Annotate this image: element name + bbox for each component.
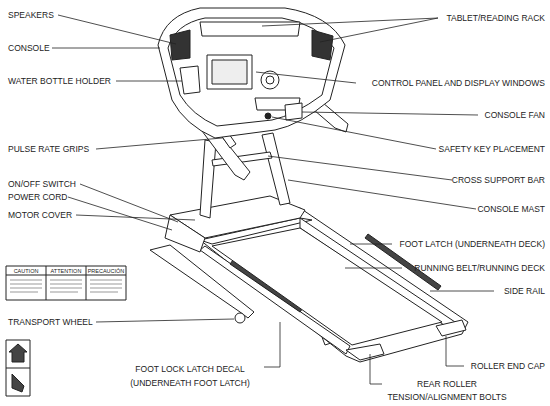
leader-line xyxy=(350,244,392,245)
console-mast-label: CONSOLE MAST xyxy=(477,204,545,214)
console-mast xyxy=(262,133,290,205)
console-mast xyxy=(200,140,216,218)
speakers-label: SPEAKERS xyxy=(8,10,54,20)
speaker xyxy=(170,30,190,60)
side-rail-label: SIDE RAIL xyxy=(504,286,545,296)
decal-divider xyxy=(6,368,30,369)
leader-line xyxy=(256,72,356,83)
console xyxy=(158,8,345,138)
decal-divider xyxy=(46,266,47,300)
display-screen xyxy=(212,60,247,84)
motor-cover-front xyxy=(165,215,205,252)
decal-heading: CAUTION xyxy=(6,268,46,275)
tablet-rack xyxy=(200,22,300,36)
leader-line xyxy=(264,322,280,367)
leader-line xyxy=(446,336,464,366)
decal-heading: ATTENTION xyxy=(46,268,86,275)
leader-line xyxy=(288,180,476,209)
water-bottle-holder xyxy=(180,66,200,94)
control-panel-label: CONTROL PANEL AND DISPLAY WINDOWS xyxy=(372,78,545,88)
foot-latch-label: FOOT LATCH (UNDERNEATH DECK) xyxy=(400,239,545,249)
cross-bar-label: CROSS SUPPORT BAR xyxy=(452,175,545,185)
leader-line xyxy=(96,319,234,322)
safety-key-label: SAFETY KEY PLACEMENT xyxy=(439,144,545,154)
console-label: CONSOLE xyxy=(8,43,50,53)
leader-line xyxy=(76,215,195,220)
display-window xyxy=(207,55,252,89)
foot-icon xyxy=(12,374,24,392)
leader-line xyxy=(320,18,438,42)
rear-roller-label: REAR ROLLER TENSION/ALIGNMENT BOLTS xyxy=(378,378,516,404)
running-belt-label: RUNNING BELT/RUNNING DECK xyxy=(414,263,545,273)
decal-divider xyxy=(86,266,87,300)
switch-label: ON/OFF SWITCH xyxy=(8,179,76,189)
leader-line xyxy=(68,197,172,230)
leader-line xyxy=(268,156,452,180)
caution-decal xyxy=(6,266,126,300)
foot-latch-decal xyxy=(6,340,30,396)
leader-line xyxy=(302,112,478,115)
arrow-icon xyxy=(9,344,27,362)
leader-line xyxy=(370,354,382,384)
leader-line xyxy=(52,48,160,49)
motor-cover-label: MOTOR COVER xyxy=(8,210,72,220)
leader-line xyxy=(96,138,222,149)
speaker xyxy=(312,30,333,60)
water-bottle-label: WATER BOTTLE HOLDER xyxy=(8,76,111,86)
safety-key xyxy=(265,113,271,119)
console-fan-label: CONSOLE FAN xyxy=(485,110,545,120)
leader-line xyxy=(430,291,494,292)
leader-line xyxy=(262,18,438,26)
roller-end-cap xyxy=(346,344,384,360)
foot-latch-decal-label: FOOT LOCK LATCH DECAL (UNDERNEATH FOOT L… xyxy=(118,362,262,390)
pulse-grips-label: PULSE RATE GRIPS xyxy=(8,144,89,154)
leader-line xyxy=(345,268,402,269)
decal-heading: PRECAUCIÓN xyxy=(86,268,126,275)
console-fan xyxy=(285,103,302,120)
transport-wheel-label: TRANSPORT WHEEL xyxy=(8,317,93,327)
end-cap-label: ROLLER END CAP xyxy=(471,361,545,371)
roller-end-cap xyxy=(436,320,466,336)
decal-divider xyxy=(6,275,126,276)
transport-wheel xyxy=(235,313,245,323)
tablet-rack-label: TABLET/READING RACK xyxy=(446,13,545,23)
control-dial xyxy=(266,76,274,84)
leader-line xyxy=(272,117,436,149)
console-inner xyxy=(168,18,334,126)
leader-line xyxy=(116,81,182,82)
power-cord-label: POWER CORD xyxy=(8,192,68,202)
leader-line xyxy=(58,15,176,44)
